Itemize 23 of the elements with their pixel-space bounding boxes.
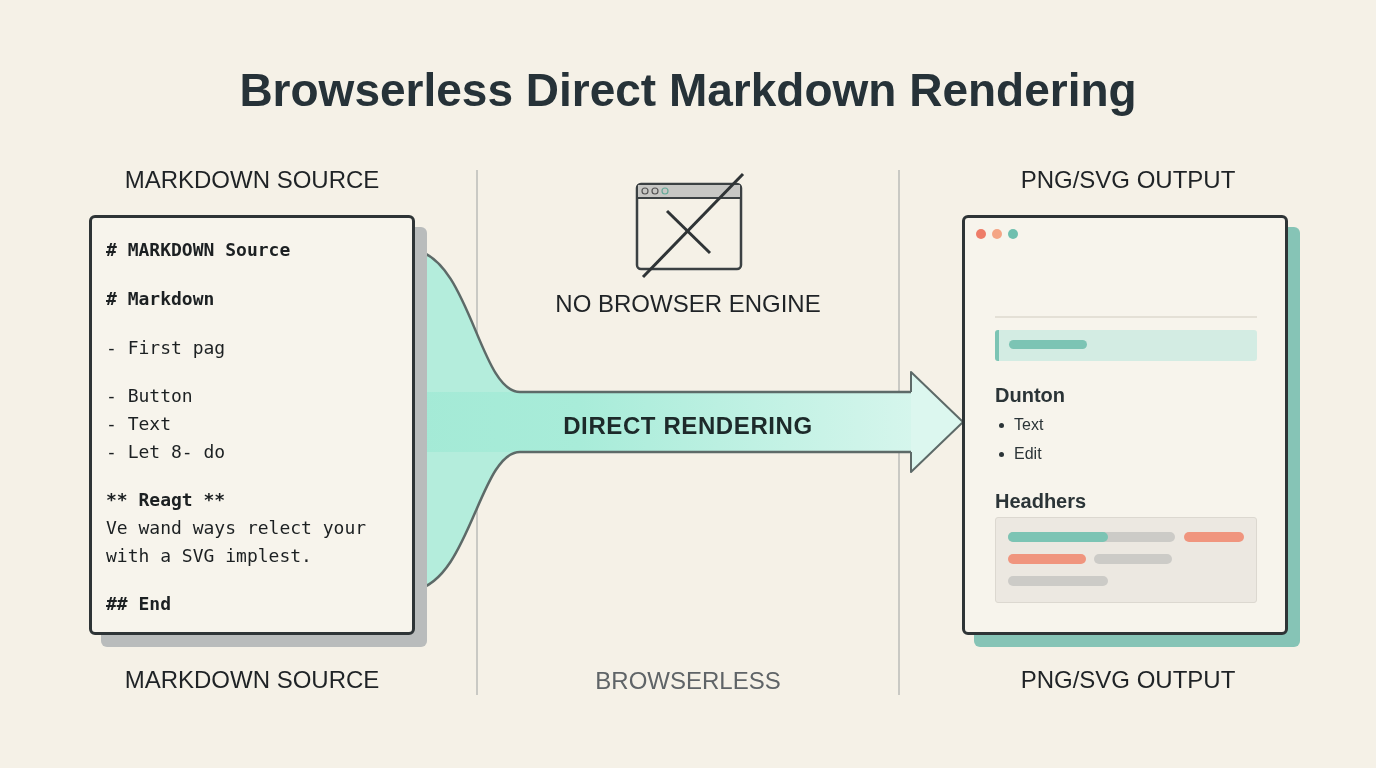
- markdown-text: ** Reagt **: [106, 488, 227, 512]
- edge-label: DIRECT RENDERING: [562, 411, 814, 441]
- section-label: MARKDOWN SOURCE: [123, 166, 381, 194]
- title: Browserless Direct Markdown Rendering: [238, 63, 1138, 118]
- markdown-text: - First pag: [106, 336, 227, 360]
- markdown-source-card: [89, 215, 415, 635]
- rendered-output-card: [962, 215, 1288, 635]
- markdown-text: ## End: [106, 592, 173, 616]
- markdown-text: Ve wand ways relect your with a SVG implest.: [106, 516, 368, 568]
- section-label: BROWSERLESS: [594, 667, 782, 695]
- bullet-item: Edit: [1014, 444, 1042, 464]
- markdown-text: - Let 8- do: [106, 440, 227, 464]
- output-heading: Dunton: [995, 383, 1065, 408]
- section-label: PNG/SVG OUTPUT: [1019, 166, 1237, 194]
- bullet-item: Text: [1014, 415, 1044, 435]
- markdown-text: - Button: [106, 384, 194, 408]
- section-label: NO BROWSER ENGINE: [554, 290, 822, 318]
- output-heading: Headhers: [995, 489, 1087, 514]
- markdown-text: - Text: [106, 412, 173, 436]
- section-label: MARKDOWN SOURCE: [123, 666, 381, 694]
- markdown-text: # MARKDOWN Source: [106, 238, 292, 262]
- section-label: PNG/SVG OUTPUT: [1019, 666, 1237, 694]
- markdown-text: # Markdown: [106, 287, 216, 311]
